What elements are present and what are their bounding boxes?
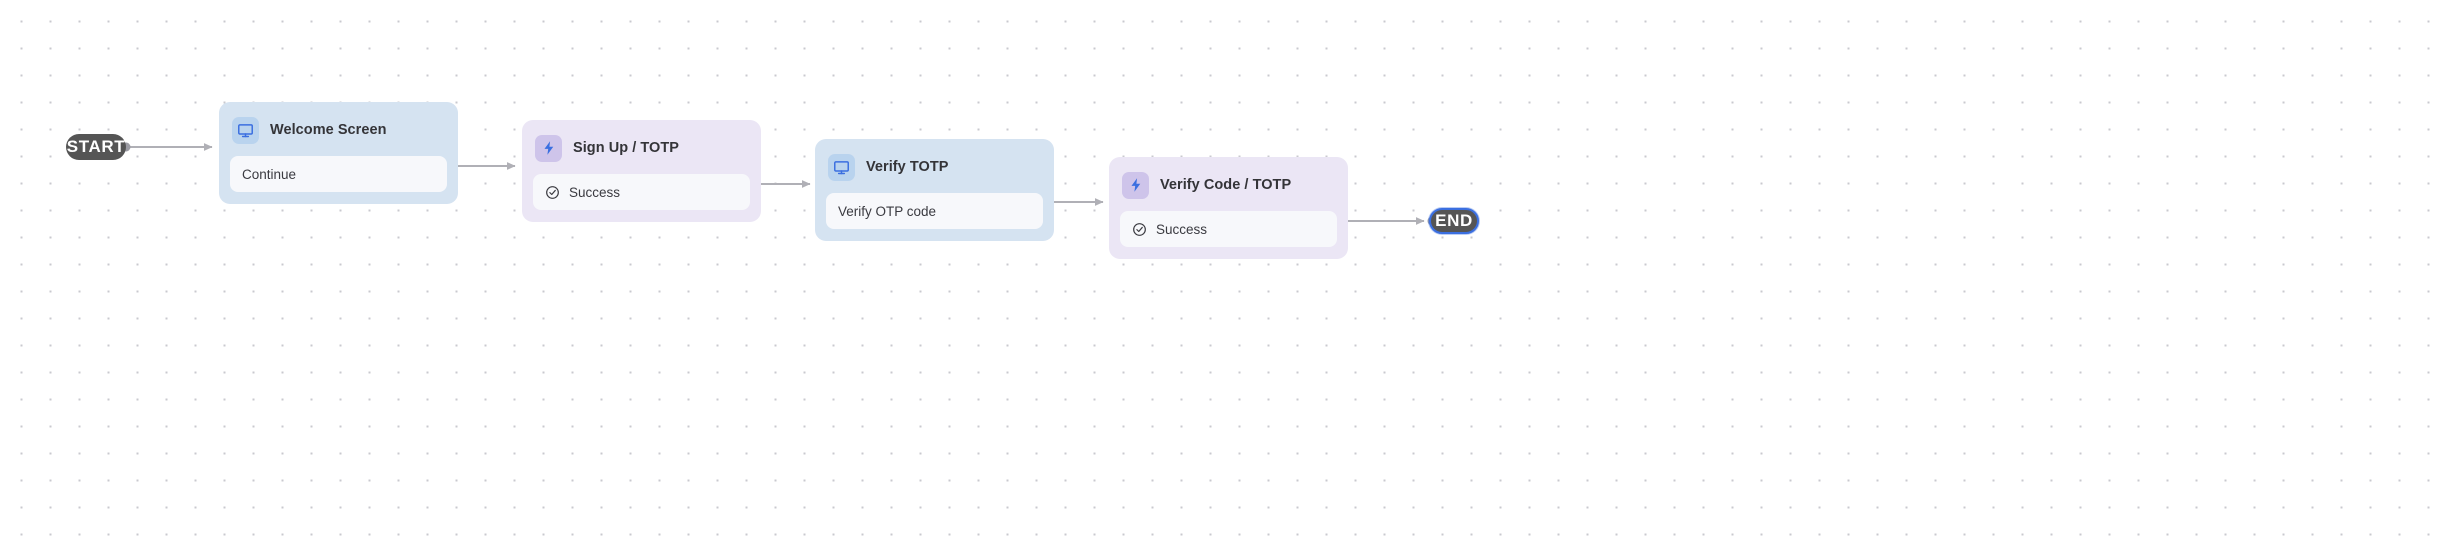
row-label: Success xyxy=(569,184,621,200)
node-welcome-screen[interactable]: Welcome Screen Continue xyxy=(219,102,458,204)
check-circle-icon xyxy=(545,185,560,200)
node-row-success[interactable]: Success xyxy=(533,174,750,210)
node-header: Verify TOTP xyxy=(826,150,1043,182)
node-row-success[interactable]: Success xyxy=(1120,211,1337,247)
node-row-verify-otp-code[interactable]: Verify OTP code xyxy=(826,193,1043,229)
node-verify-totp[interactable]: Verify TOTP Verify OTP code xyxy=(815,139,1054,241)
lightning-bolt-icon xyxy=(1122,171,1149,199)
check-circle-icon xyxy=(1132,222,1147,237)
node-title: Welcome Screen xyxy=(270,122,387,138)
node-header: Welcome Screen xyxy=(230,113,447,145)
node-title: Verify TOTP xyxy=(866,159,949,175)
node-row-continue[interactable]: Continue xyxy=(230,156,447,192)
row-label: Verify OTP code xyxy=(838,203,937,219)
node-title: Sign Up / TOTP xyxy=(573,140,679,156)
node-sign-up-totp[interactable]: Sign Up / TOTP Success xyxy=(522,120,761,222)
handle-start-source[interactable] xyxy=(121,142,131,152)
start-node[interactable]: START xyxy=(66,134,126,160)
start-label: START xyxy=(66,137,126,156)
node-header: Sign Up / TOTP xyxy=(533,131,750,163)
end-label: END xyxy=(1435,211,1473,230)
end-node[interactable]: END xyxy=(1429,208,1479,234)
lightning-bolt-icon xyxy=(535,134,562,162)
monitor-icon xyxy=(232,116,259,144)
node-verify-code-totp[interactable]: Verify Code / TOTP Success xyxy=(1109,157,1348,259)
row-label: Success xyxy=(1156,221,1208,237)
monitor-icon xyxy=(828,153,855,181)
node-header: Verify Code / TOTP xyxy=(1120,168,1337,200)
row-label: Continue xyxy=(242,166,297,182)
node-title: Verify Code / TOTP xyxy=(1160,177,1292,193)
